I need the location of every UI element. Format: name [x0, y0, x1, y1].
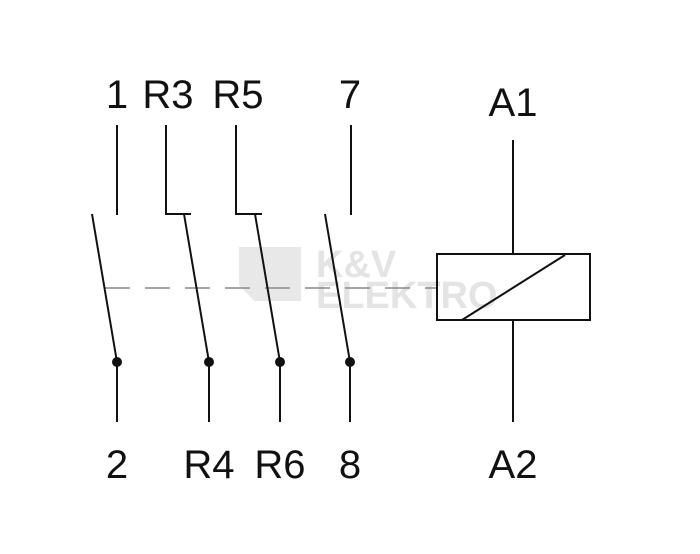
contact-r5-top-wire: [235, 125, 262, 215]
terminal-dot-2: [112, 357, 122, 367]
contact-1-blade: [91, 213, 118, 363]
terminal-dot-8: [345, 357, 355, 367]
label-r3: R3: [142, 73, 193, 117]
label-r6: R6: [254, 443, 305, 487]
watermark-text-2: ELEKTRO: [316, 275, 498, 317]
contact-7-blade: [324, 213, 351, 363]
label-1: 1: [106, 73, 128, 117]
label-r4: R4: [183, 443, 234, 487]
contact-r5-blade: [254, 213, 281, 363]
contact-r3-blade: [183, 213, 210, 363]
terminal-dot-r6: [275, 357, 285, 367]
watermark-logo-icon: [239, 247, 301, 301]
label-2: 2: [106, 443, 128, 487]
label-8: 8: [339, 443, 361, 487]
label-a1: A1: [489, 81, 538, 125]
contact-r3-top-wire: [165, 125, 191, 215]
coil-diagonal: [461, 254, 566, 321]
label-a2: A2: [489, 443, 538, 487]
watermark-text-1: K&V: [316, 244, 397, 286]
watermark: K&V ELEKTRO: [239, 244, 498, 317]
terminal-dot-r4: [204, 357, 214, 367]
label-r5: R5: [212, 73, 263, 117]
label-7: 7: [339, 73, 361, 117]
